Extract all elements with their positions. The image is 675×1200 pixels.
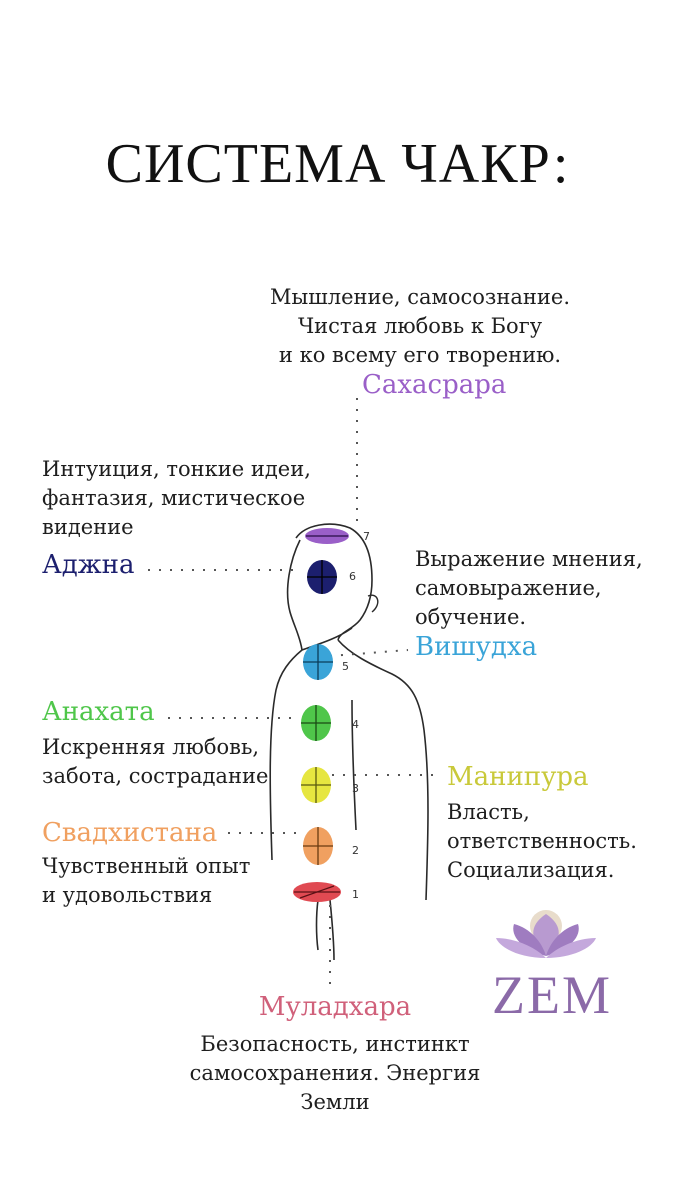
- chakra-5-disc: [303, 644, 333, 680]
- description-line: Безопасность, инстинкт: [200, 1032, 470, 1056]
- chakra-4-disc: [301, 705, 331, 741]
- description-line: Выражение мнения,: [415, 547, 643, 571]
- description-line: забота, сострадание: [42, 764, 269, 788]
- chakra-number: 7: [363, 530, 370, 543]
- body-outline-icon: [269, 523, 429, 961]
- chakra-6-disc: [307, 560, 337, 594]
- connector-vishuddha: [329, 649, 409, 657]
- description-line: и удовольствия: [42, 883, 213, 907]
- sahasrara-description: Мышление, самосознание. Чистая любовь к …: [250, 283, 590, 370]
- description-line: Мышление, самосознание.: [269, 285, 570, 309]
- description-line: и ко всему его творению.: [278, 343, 562, 367]
- anahata-description: Искренняя любовь, забота, сострадание: [42, 733, 268, 791]
- chakra-3-disc: [301, 767, 331, 803]
- zem-logo: ZEM: [492, 965, 612, 1025]
- description-line: Чистая любовь к Богу: [297, 314, 543, 338]
- description-line: Социализация.: [447, 858, 615, 882]
- description-line: Интуиция, тонкие идеи,: [42, 457, 311, 481]
- chakra-name-anahata: Анахата: [42, 697, 155, 727]
- chakra-name-vishuddha: Вишудха: [415, 632, 538, 662]
- description-line: Чувственный опыт: [42, 854, 251, 878]
- chakra-number: 3: [352, 782, 359, 795]
- svadhisthana-description: Чувственный опыт и удовольствия: [42, 852, 250, 910]
- description-line: обучение.: [415, 605, 527, 629]
- chakra-name-sahasrara: Сахасрара: [362, 370, 507, 400]
- chakra-number: 1: [352, 888, 359, 901]
- chakra-name-ajna: Аджна: [42, 550, 135, 580]
- chakra-name-manipura: Манипура: [447, 762, 589, 792]
- description-line: видение: [42, 515, 134, 539]
- chakra-1-disc: [293, 882, 341, 902]
- muladhara-description: Безопасность, инстинкт самосохранения. Э…: [170, 1030, 500, 1117]
- chakra-number: 6: [349, 570, 356, 583]
- chakra-2-disc: [303, 827, 333, 865]
- description-line: самовыражение,: [415, 576, 602, 600]
- chakra-number: 5: [342, 660, 349, 673]
- vishuddha-description: Выражение мнения, самовыражение, обучени…: [415, 545, 643, 632]
- description-line: ответственность.: [447, 829, 637, 853]
- page-title: СИСТЕМА ЧАКР:: [105, 133, 570, 195]
- ajna-description: Интуиция, тонкие идеи, фантазия, мистиче…: [42, 455, 311, 542]
- lotus-logo-icon: [496, 910, 596, 958]
- description-line: Власть,: [447, 800, 530, 824]
- chakra-name-svadhisthana: Свадхистана: [42, 818, 218, 848]
- chakra-number: 4: [352, 718, 359, 731]
- manipura-description: Власть, ответственность. Социализация.: [447, 798, 637, 885]
- description-line: самосохранения. Энергия: [189, 1061, 481, 1085]
- description-line: фантазия, мистическое: [42, 486, 306, 510]
- description-line: Искренняя любовь,: [42, 735, 260, 759]
- chakra-name-muladhara: Муладхара: [258, 992, 412, 1022]
- description-line: Земли: [300, 1090, 370, 1114]
- chakra-7-disc: [305, 528, 349, 544]
- chakra-number: 2: [352, 844, 359, 857]
